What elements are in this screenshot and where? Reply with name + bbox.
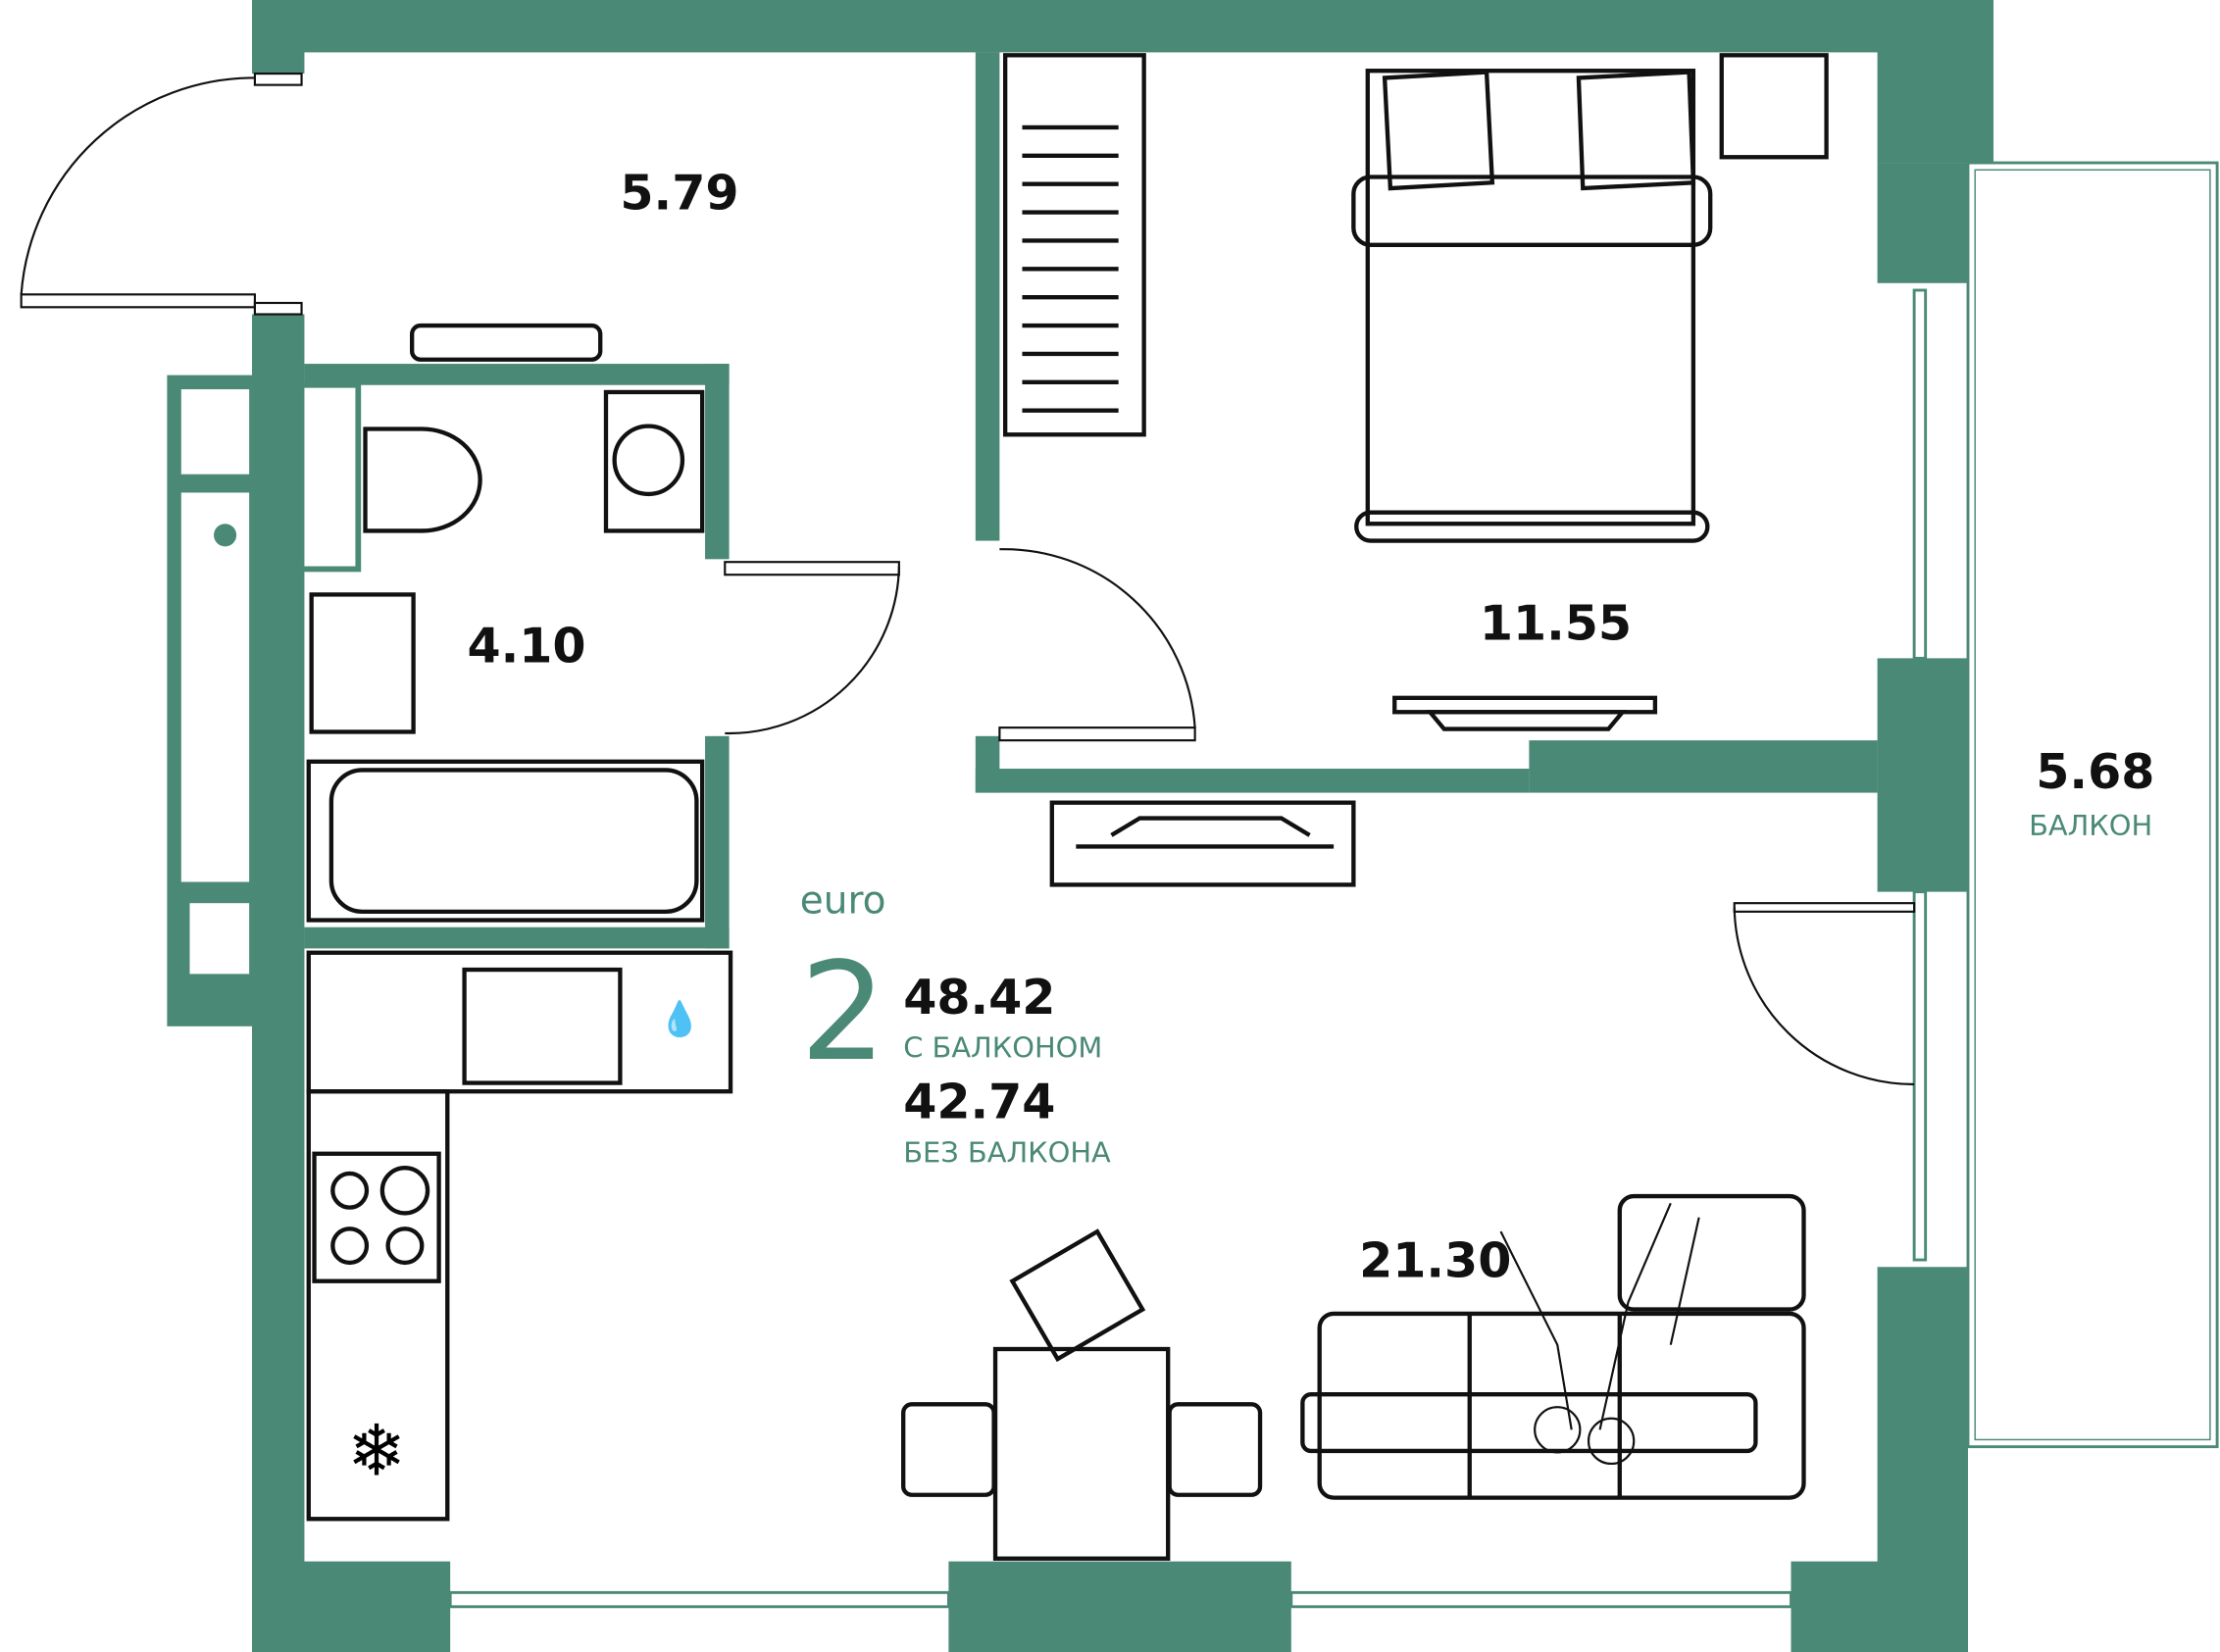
doors: [20, 72, 1916, 1086]
balcony-area: 5.68: [2036, 743, 2154, 800]
room-count: 2: [800, 932, 886, 1091]
bedroom-area: 11.55: [1480, 595, 1632, 652]
balcony-label: БАЛКОН: [2029, 809, 2152, 842]
balcony: [1966, 161, 2219, 1449]
windows: [448, 288, 1928, 1609]
area-without-balcony: 42.74: [903, 1074, 1055, 1130]
area-with-balcony: 48.42: [903, 969, 1055, 1026]
furniture: ❄ 💧: [306, 53, 1829, 1561]
snowflake-icon: ❄: [347, 1411, 407, 1493]
wardrobe-hangers: [1022, 125, 1119, 413]
hall-area: 5.79: [620, 165, 738, 222]
with-balcony-label: С БАЛКОНОМ: [903, 1031, 1102, 1065]
water-drop-icon: 💧: [658, 999, 700, 1039]
bathroom-area: 4.10: [467, 618, 585, 675]
living-area: 21.30: [1359, 1231, 1511, 1288]
without-balcony-label: БЕЗ БАЛКОНА: [903, 1135, 1111, 1169]
apartment-type: euro: [800, 878, 886, 923]
walls: [167, 0, 1993, 1652]
